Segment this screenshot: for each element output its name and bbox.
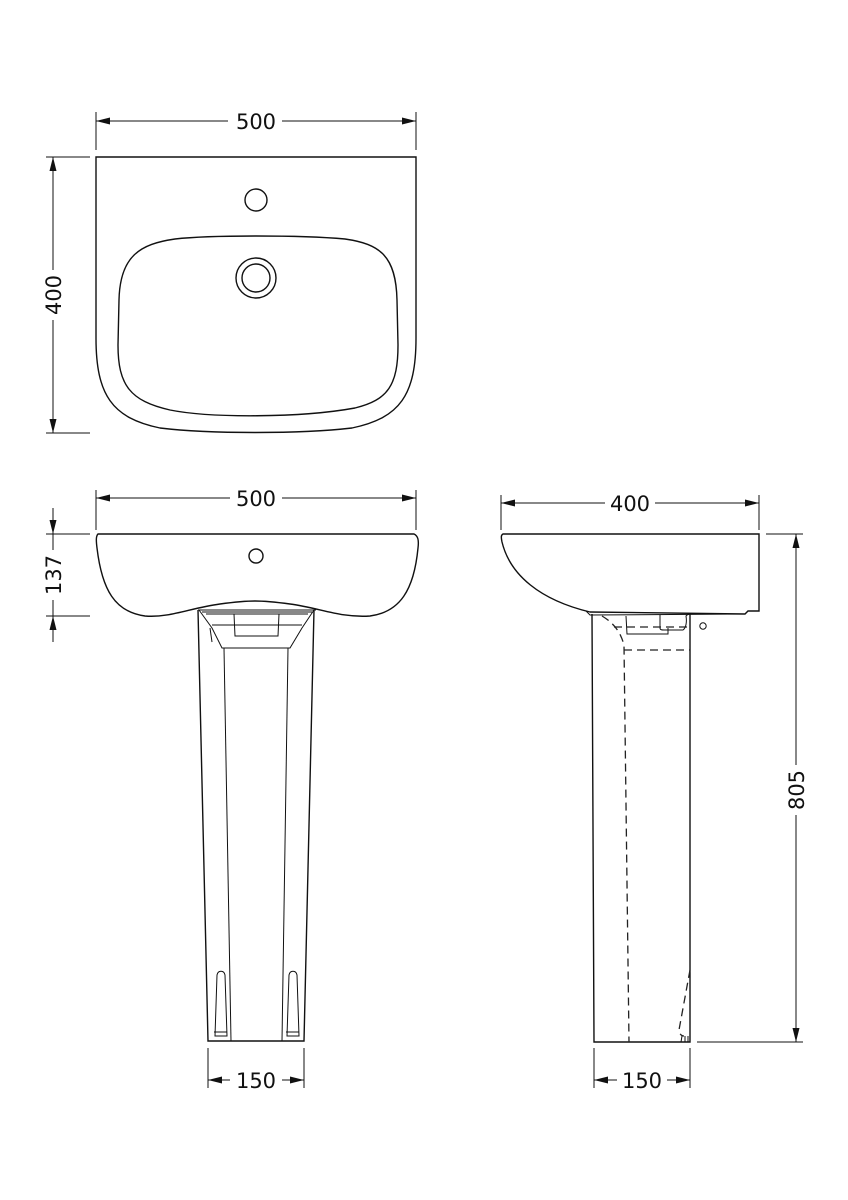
bowl-outline <box>117 235 399 417</box>
plan-width-label: 500 <box>236 110 276 134</box>
side-view: 400 805 150 <box>500 492 809 1093</box>
fixing-hole <box>699 622 707 630</box>
pedestal-front <box>197 609 315 1042</box>
tap-hole <box>244 188 268 212</box>
waste-inner <box>241 263 271 293</box>
waste-outer <box>235 257 277 299</box>
side-depth-label: 400 <box>610 492 650 516</box>
plan-depth-label: 400 <box>42 275 66 315</box>
basin-front <box>95 533 420 617</box>
front-width-label: 500 <box>236 487 276 511</box>
front-pedestal-width-label: 150 <box>236 1069 276 1093</box>
basin-outline-plan <box>95 156 417 434</box>
front-basin-height-label: 137 <box>42 555 66 595</box>
side-overall-height-label: 805 <box>785 770 809 810</box>
front-view: 500 137 150 <box>42 487 420 1093</box>
plan-view: 500 400 <box>42 110 417 434</box>
basin-side <box>500 533 760 615</box>
tap-hole-front <box>248 548 264 564</box>
pedestal-side <box>591 613 691 1043</box>
side-pedestal-width-label: 150 <box>622 1069 662 1093</box>
